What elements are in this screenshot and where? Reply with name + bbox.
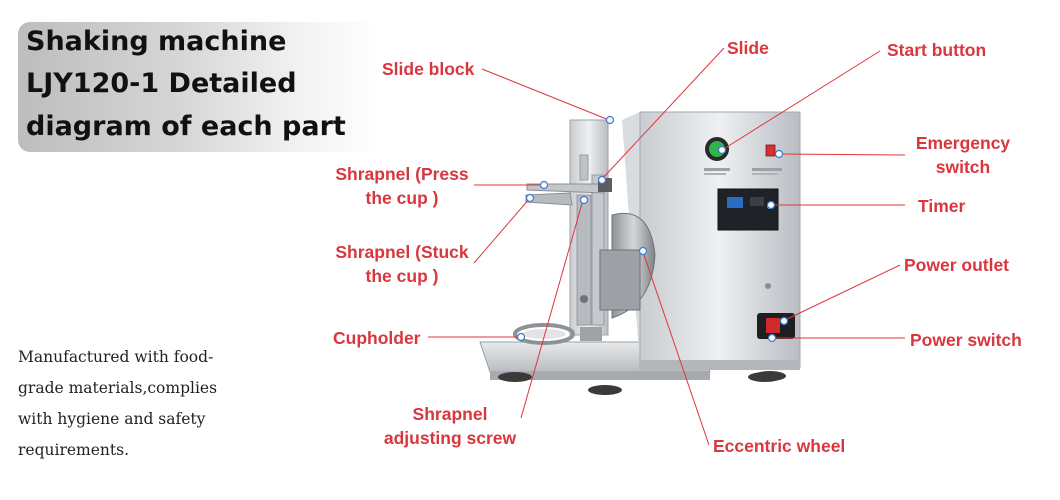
dot-power-switch	[767, 333, 777, 343]
main-cabinet	[622, 111, 801, 381]
eccentric-wheel	[599, 213, 656, 319]
dot-eccentric-wheel	[638, 246, 648, 256]
title-line-3: diagram of each part	[26, 111, 346, 142]
label-shrapnel-adjusting-line-2: adjusting screw	[383, 428, 517, 448]
dot-power-outlet	[779, 316, 789, 326]
label-shrapnel-stuck: Shrapnel (Stuck the cup )	[329, 240, 475, 288]
dot-slide-block	[605, 115, 615, 125]
description-line-1: Manufactured with food-	[18, 348, 214, 366]
label-shrapnel-adjusting-line-1: Shrapnel	[412, 404, 488, 424]
label-power-switch: Power switch	[910, 330, 1022, 350]
label-shrapnel-press: Shrapnel (Press the cup )	[329, 162, 475, 210]
label-shrapnel-press-line-2: the cup )	[365, 188, 439, 208]
press-arms	[525, 178, 612, 206]
dot-shrapnel-adjusting	[579, 195, 589, 205]
leader-start-button	[721, 50, 881, 151]
leader-eccentric-wheel	[642, 251, 710, 446]
description-line-3: with hygiene and safety	[18, 410, 206, 428]
leader-lines	[428, 47, 906, 446]
label-timer: Timer	[918, 196, 966, 216]
label-shrapnel-stuck-line-2: the cup )	[365, 266, 439, 286]
leader-shrapnel-stuck	[473, 197, 531, 264]
cupholder-ring	[513, 323, 575, 345]
title-line-1: Shaking machine	[26, 26, 287, 57]
leader-power-outlet	[782, 264, 901, 322]
label-emergency-switch-line-1: Emergency	[915, 133, 1011, 153]
dot-shrapnel-stuck	[525, 193, 535, 203]
leader-slide-block	[481, 68, 610, 121]
description-line-2: grade materials,complies	[18, 379, 218, 397]
label-start-button: Start button	[887, 40, 987, 60]
label-slide-block: Slide block	[382, 59, 475, 79]
dot-timer	[766, 200, 776, 210]
dot-emergency-switch	[774, 149, 784, 159]
dot-cupholder	[516, 332, 526, 342]
leader-emergency-switch	[778, 153, 906, 156]
anchor-dots	[516, 115, 789, 343]
label-cupholder: Cupholder	[333, 328, 421, 348]
dot-slide	[597, 175, 607, 185]
label-eccentric-wheel: Eccentric wheel	[713, 436, 846, 456]
leader-slide	[601, 47, 725, 180]
label-emergency-switch: Emergency switch	[910, 131, 1016, 179]
label-shrapnel-adjusting: Shrapnel adjusting screw	[370, 402, 530, 450]
label-shrapnel-stuck-line-1: Shrapnel (Stuck	[335, 242, 469, 262]
dot-shrapnel-press	[539, 180, 549, 190]
description-line-4: requirements.	[18, 441, 129, 459]
label-slide: Slide	[727, 38, 769, 58]
dot-start-button	[717, 145, 727, 155]
label-emergency-switch-line-2: switch	[935, 157, 991, 177]
title-line-2: LJY120-1 Detailed	[26, 68, 297, 99]
title-banner	[18, 22, 378, 152]
label-shrapnel-press-line-1: Shrapnel (Press	[335, 164, 469, 184]
leader-shrapnel-adjusting	[520, 199, 584, 419]
label-power-outlet: Power outlet	[904, 255, 1010, 275]
